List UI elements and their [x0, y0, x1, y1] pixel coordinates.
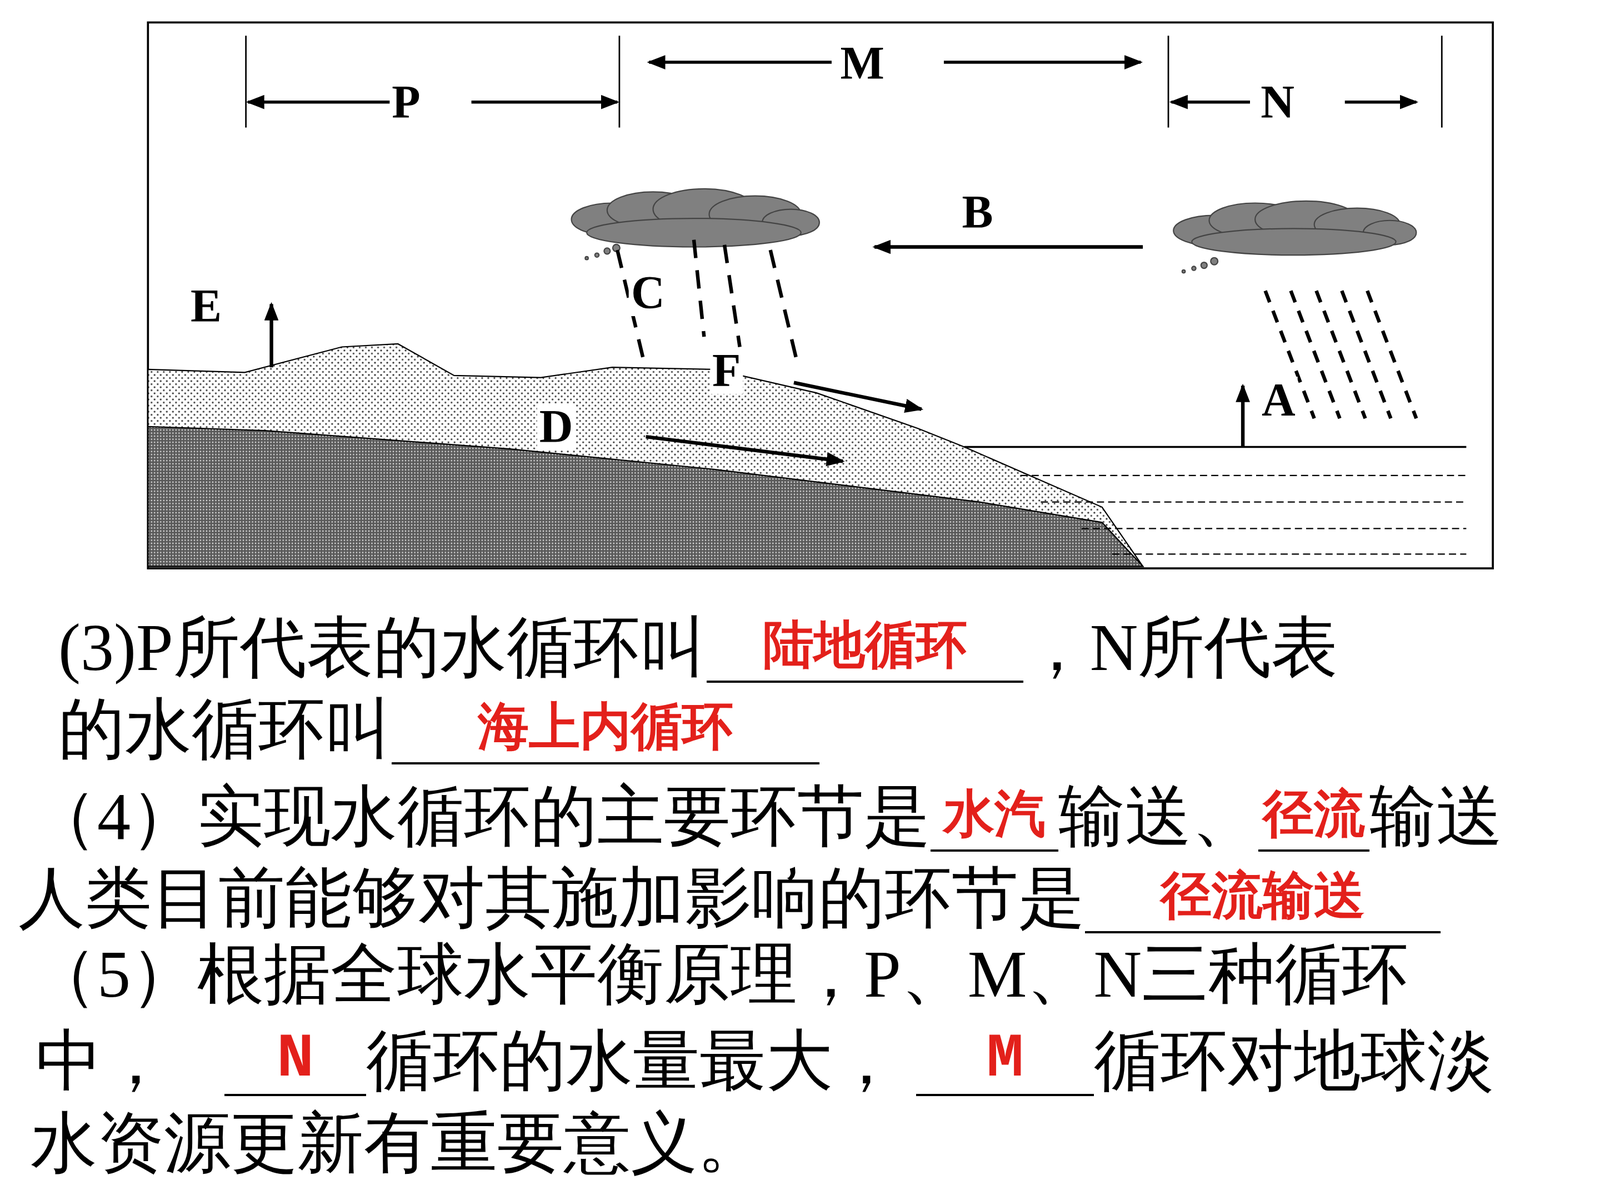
answer-text: 陆地循环 [762, 614, 968, 675]
answer-text: M [986, 1023, 1024, 1095]
answer-blank: 水汽 [930, 783, 1059, 852]
question-line: 的水循环叫 海上内循环 [58, 693, 820, 766]
part-label: P [389, 78, 423, 126]
question-text: 人类目前能够对其施加影响的环节是 [18, 862, 1085, 935]
question-text: 循环对地球淡 [1093, 1025, 1494, 1098]
question-text: （5）根据全球水平衡原理，P、M、N三种循环 [30, 938, 1409, 1011]
question-line: (3)P所代表的水循环叫陆地循环 ，N所代表 [58, 611, 1338, 684]
part-label: M [837, 40, 887, 87]
question-text: 循环的水量最大， [366, 1025, 900, 1098]
question-text: 输送 [1369, 780, 1503, 853]
question-text: (3)P所代表的水循环叫 [58, 611, 707, 684]
answer-blank: 径流 [1258, 783, 1370, 852]
question-line: 水资源更新有重要意义。 [30, 1107, 764, 1180]
question-text: （4）实现水循环的主要环节是 [30, 780, 931, 853]
answer-blank: N [224, 1028, 367, 1097]
answer-text: 径流 [1262, 783, 1365, 844]
answer-text: N [276, 1023, 314, 1095]
question-text: 的水循环叫 [58, 693, 392, 766]
question-text: 中， [35, 1025, 169, 1098]
part-label: A [1259, 376, 1298, 424]
part-label: F [710, 347, 743, 394]
part-label: B [960, 188, 996, 236]
question-line: 人类目前能够对其施加影响的环节是 径流输送 [18, 862, 1441, 935]
part-label: N [1258, 78, 1297, 126]
question-line: （5）根据全球水平衡原理，P、M、N三种循环 [30, 938, 1409, 1011]
part-label: D [537, 403, 576, 450]
answer-blank: 径流输送 [1085, 865, 1441, 934]
answer-blank: 陆地循环 [706, 615, 1024, 683]
part-label: E [188, 282, 224, 330]
question-text: ，N所代表 [1023, 611, 1339, 684]
answer-text: 海上内循环 [477, 696, 734, 757]
question-line: 中，N循环的水量最大，M循环对地球淡 [35, 1025, 1494, 1098]
answer-text: 水汽 [943, 783, 1046, 844]
question-text: 水资源更新有重要意义。 [30, 1107, 764, 1180]
part-label: C [628, 269, 668, 317]
question-line: （4）实现水循环的主要环节是水汽输送、径流输送 [30, 780, 1503, 853]
question-text: 输送、 [1058, 780, 1259, 853]
answer-text: 径流输送 [1160, 865, 1365, 925]
answer-blank: M [916, 1028, 1094, 1097]
answer-blank: 海上内循环 [391, 696, 820, 765]
